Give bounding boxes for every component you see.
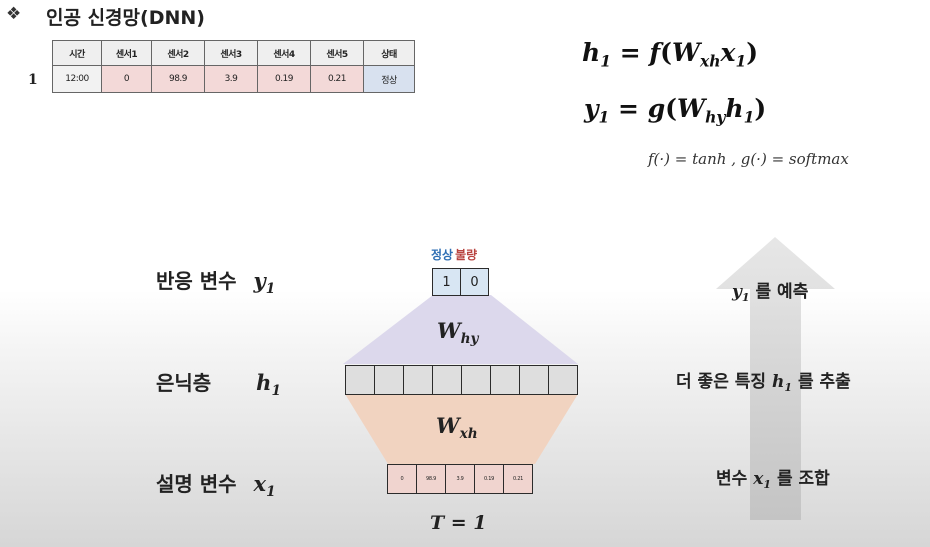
table-row: 12:00 0 98.9 3.9 0.19 0.21 정상 (52, 65, 415, 93)
label-hidden: 은닉층 h1 (156, 370, 281, 399)
output-layer: 1 0 (432, 268, 489, 296)
table-cell-sensor: 3.9 (204, 65, 258, 93)
hidden-unit (346, 366, 375, 394)
weight-xh-trapezoid (345, 394, 578, 464)
input-unit: 0 (388, 465, 417, 493)
class-normal-label: 정상 (431, 248, 454, 262)
label-response: 반응 변수 y1 (156, 268, 276, 297)
column-header: 시간 (52, 40, 102, 66)
table-cell-sensor: 0.21 (310, 65, 364, 93)
hidden-unit (433, 366, 462, 394)
equation-hidden: h1 = f(Wxhx1) (582, 38, 759, 71)
hidden-unit (491, 366, 520, 394)
extract-text: 더 좋은 특징 h1 를 추출 (676, 372, 851, 394)
weight-xh-label: Wxh (436, 413, 478, 442)
hidden-unit (520, 366, 549, 394)
weight-hy-label: Why (437, 318, 479, 347)
activation-note: f(·) = tanh , g(·) = softmax (648, 150, 849, 168)
input-unit: 0.19 (475, 465, 504, 493)
weight-hy-trapezoid (343, 295, 578, 364)
timestep-label: T = 1 (430, 512, 487, 534)
equation-output: y1 = g(Whyh1) (584, 94, 767, 127)
data-table: 시간 센서1 센서2 센서3 센서4 센서5 상태 12:00 0 98.9 3… (52, 40, 415, 93)
column-header: 센서1 (101, 40, 152, 66)
bullet-icon: ❖ (6, 4, 22, 24)
input-unit: 0.21 (504, 465, 532, 493)
hidden-unit (549, 366, 577, 394)
table-cell-status: 정상 (363, 65, 415, 93)
hidden-unit (462, 366, 491, 394)
arrow-shape (716, 237, 835, 520)
label-input: 설명 변수 x1 (156, 471, 276, 500)
hidden-unit (404, 366, 433, 394)
row-number: 1 (28, 72, 38, 88)
column-header: 센서5 (310, 40, 364, 66)
output-unit: 0 (461, 269, 488, 295)
input-unit: 3.9 (446, 465, 475, 493)
combine-text: 변수 x1 를 조합 (716, 469, 830, 491)
predict-text: y1 를 예측 (732, 282, 809, 304)
table-cell-sensor: 98.9 (151, 65, 205, 93)
class-defect-label: 불량 (455, 248, 478, 262)
output-unit: 1 (433, 269, 461, 295)
hidden-layer (345, 365, 578, 395)
input-unit: 98.9 (417, 465, 446, 493)
table-cell-sensor: 0 (101, 65, 152, 93)
table-cell-time: 12:00 (52, 65, 102, 93)
page-title: 인공 신경망(DNN) (46, 7, 205, 29)
hidden-unit (375, 366, 404, 394)
table-cell-sensor: 0.19 (257, 65, 311, 93)
input-layer: 0 98.9 3.9 0.19 0.21 (387, 464, 533, 494)
column-header: 상태 (363, 40, 415, 66)
